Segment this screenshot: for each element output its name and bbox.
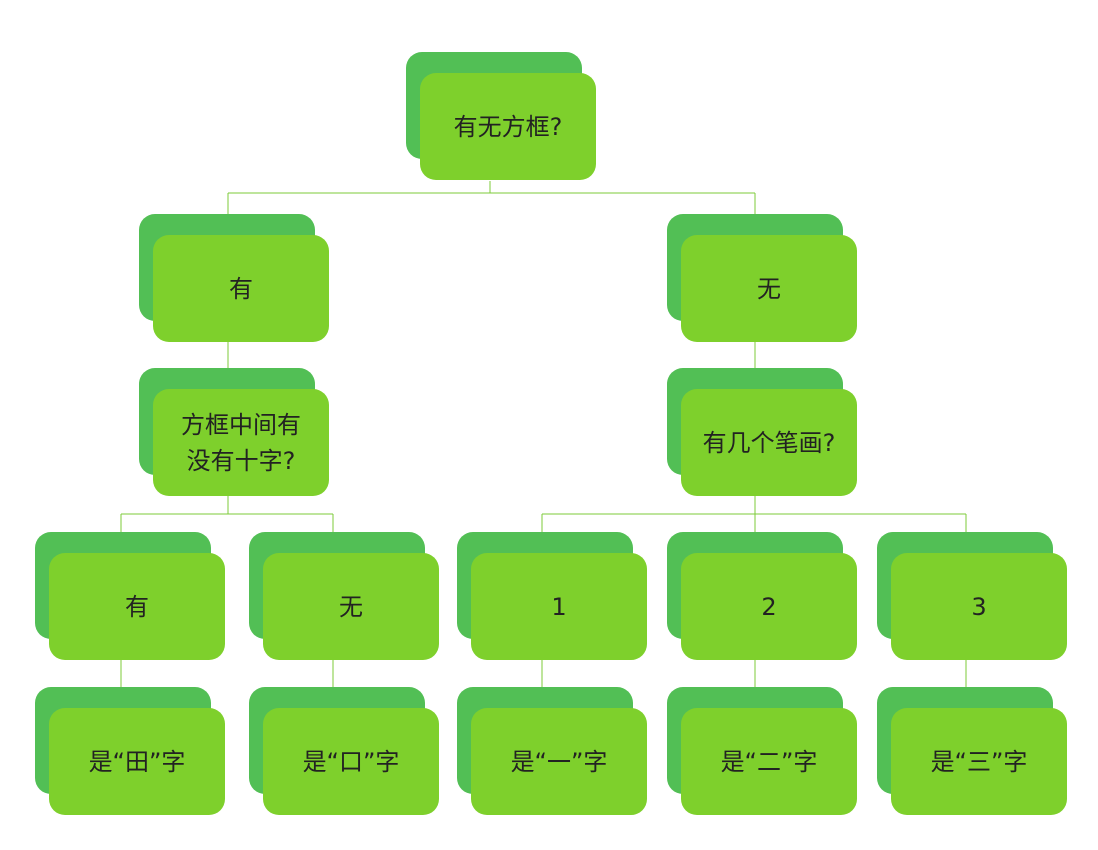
- node-result-yi-label: 是“一”字: [471, 708, 647, 815]
- node-result-tian-label: 是“田”字: [49, 708, 225, 815]
- node-result-san-label: 是“三”字: [891, 708, 1067, 815]
- node-stroke-1-label: 1: [471, 553, 647, 660]
- node-cross-question-label: 方框中间有 没有十字?: [153, 389, 329, 496]
- node-no-cross-label: 无: [263, 553, 439, 660]
- node-stroke-2-label: 2: [681, 553, 857, 660]
- node-no-box-label: 无: [681, 235, 857, 342]
- node-has-cross-label: 有: [49, 553, 225, 660]
- node-root-label: 有无方框?: [420, 73, 596, 180]
- node-stroke-3-label: 3: [891, 553, 1067, 660]
- node-stroke-question-label: 有几个笔画?: [681, 389, 857, 496]
- node-result-kou-label: 是“口”字: [263, 708, 439, 815]
- node-has-box-label: 有: [153, 235, 329, 342]
- node-result-er-label: 是“二”字: [681, 708, 857, 815]
